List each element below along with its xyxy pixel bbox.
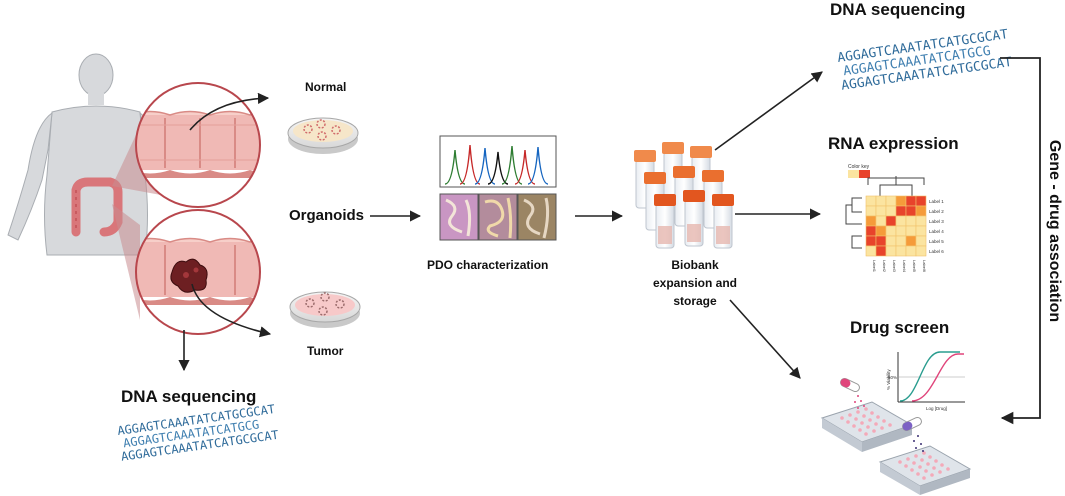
label-dna-sequencing-bottom: DNA sequencing: [121, 387, 257, 406]
label-dna-sequencing-top: DNA sequencing: [830, 0, 966, 19]
normal-tissue-circle: [135, 82, 261, 208]
label-biobank: Biobank expansion and storage: [640, 256, 750, 310]
drug-screen-plate-2: [878, 416, 972, 495]
normal-organoid-dish: [287, 117, 359, 154]
label-normal: Normal: [305, 80, 347, 94]
dose-response-ylabel: % Viability: [886, 369, 891, 390]
tumor-organoid-dish: [289, 291, 361, 328]
tumor-tissue-circle: [135, 209, 261, 335]
label-drug-screen: Drug screen: [850, 318, 950, 337]
heatmap-row-label: Label 4: [929, 229, 944, 234]
dose-response-xlabel: Log [Drug]: [926, 406, 947, 411]
heatmap-row-label: Label 5: [929, 239, 944, 244]
arrow-biobank-to-drug: [729, 299, 801, 379]
heatmap-row-label: Label 6: [929, 249, 944, 254]
heatmap-col-label: Label5: [912, 260, 917, 273]
chromatogram-panel: [439, 135, 557, 188]
heatmap-col-label: Label2: [882, 260, 887, 273]
arrow-normal-to-dish: [189, 92, 270, 131]
heatmap-col-label: Label3: [892, 260, 897, 273]
label-gene-drug-association: Gene - drug association: [1046, 139, 1063, 323]
label-biobank-line1: Biobank: [671, 258, 719, 272]
heatmap-row-label: Label 1: [929, 199, 944, 204]
rna-heatmap: Color key Label 1 Label 2 Label 3 Label …: [845, 164, 944, 273]
label-pdo-characterization: PDO characterization: [427, 258, 549, 272]
heatmap-col-label: Label6: [922, 260, 927, 273]
dna-sequence-graphic-top: AGGAGTCAAATATCATGCGCAT AGGAGTCAAATATCATG…: [836, 27, 1013, 94]
label-rna-expression: RNA expression: [828, 134, 959, 153]
projection-wedge-tumor: [112, 204, 140, 320]
label-tumor: Tumor: [307, 344, 344, 358]
heatmap-row-label: Label 2: [929, 209, 944, 214]
heatmap-col-label: Label4: [902, 260, 907, 273]
dose-response-midline-label: 50%: [888, 375, 897, 380]
gene-drug-bracket: [1000, 57, 1041, 425]
heatmap-legend-title: Color key: [848, 164, 870, 170]
arrow-biobank-to-dna: [714, 71, 823, 151]
drug-screen-plate-1: [820, 377, 914, 452]
label-organoids: Organoids: [289, 207, 365, 224]
dose-response-plot: % Viability 50% Log [Drug]: [886, 351, 965, 411]
heatmap-row-label: Label 3: [929, 219, 944, 224]
arrow-tumor-to-dish: [191, 283, 272, 338]
label-biobank-line3: storage: [673, 294, 717, 308]
histology-panels: [439, 193, 557, 241]
label-biobank-line2: expansion and: [652, 276, 738, 290]
biobank-vials: [634, 142, 734, 249]
heatmap-col-label: Label1: [872, 260, 877, 273]
dna-sequence-graphic-bottom: AGGAGTCAAATATCATGCGCAT AGGAGTCAAATATCATG…: [116, 402, 279, 464]
